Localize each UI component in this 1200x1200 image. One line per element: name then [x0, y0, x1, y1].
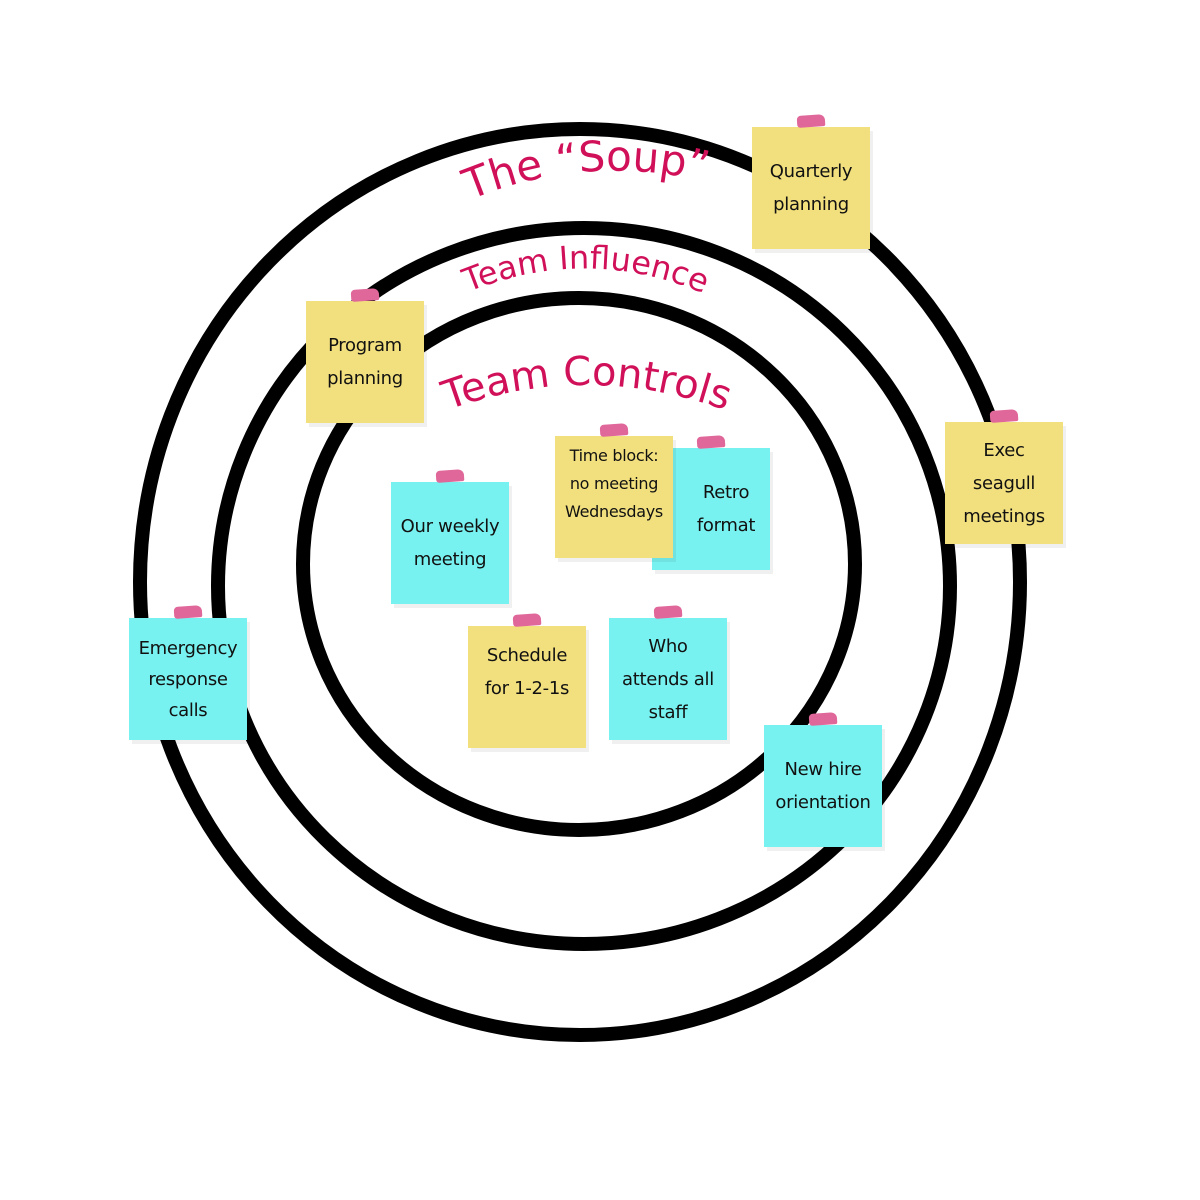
sticky-note-who-attends-all-staff[interactable]: Who attends all staff	[609, 605, 727, 740]
tape-icon	[350, 288, 380, 302]
sticky-note-our-weekly-meeting[interactable]: Our weekly meeting	[391, 469, 509, 604]
tape-icon	[696, 435, 726, 449]
sticky-note-quarterly-planning[interactable]: Quarterly planning	[752, 114, 870, 249]
outer-ring-soup	[133, 122, 1027, 1042]
tape-icon	[599, 423, 629, 437]
tape-icon	[173, 605, 203, 619]
inner-ring-controls	[296, 291, 862, 837]
tape-icon	[653, 605, 683, 619]
tape-icon	[512, 613, 542, 627]
tape-icon	[796, 114, 826, 128]
sticky-note-time-block[interactable]: Time block: no meeting Wednesdays	[555, 423, 673, 558]
sticky-note-emergency-response-calls[interactable]: Emergency response calls	[129, 605, 247, 740]
sticky-note-program-planning[interactable]: Program planning	[306, 288, 424, 423]
tape-icon	[989, 409, 1019, 423]
middle-ring-influences	[211, 221, 957, 951]
sticky-note-exec-seagull-meetings[interactable]: Exec seagull meetings	[945, 409, 1063, 544]
label-team-controls: Team Controls	[435, 349, 737, 420]
tape-icon	[808, 712, 838, 726]
sticky-note-new-hire-orientation[interactable]: New hire orientation	[764, 712, 882, 847]
sticky-note-schedule-1-2-1s[interactable]: Schedule for 1-2-1s	[468, 613, 586, 748]
tape-icon	[435, 469, 465, 483]
